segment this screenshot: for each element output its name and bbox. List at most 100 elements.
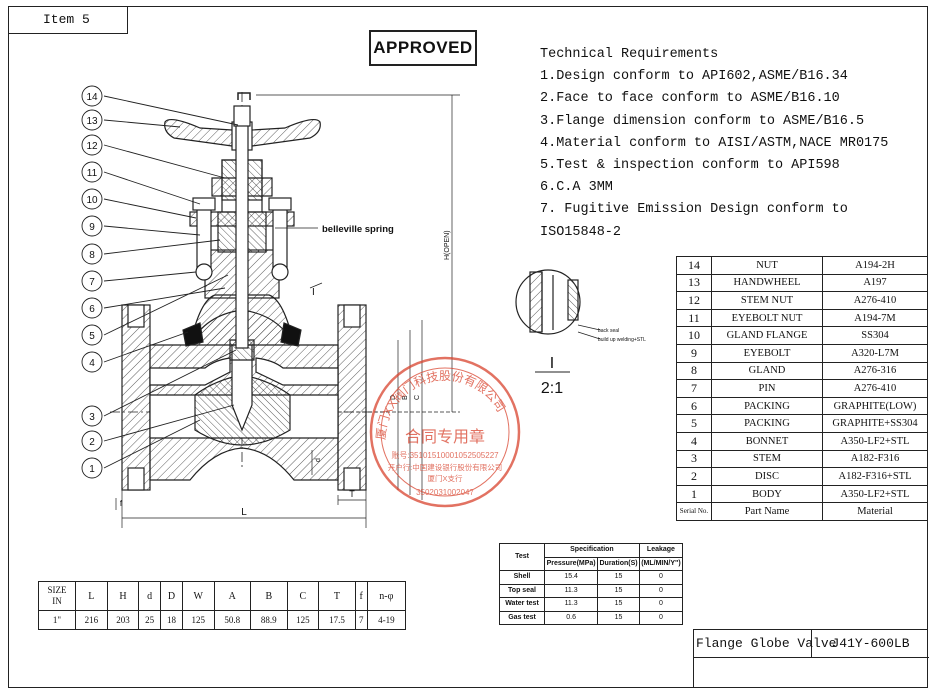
- col-duration: Duration(S): [597, 556, 640, 571]
- parts-table-footer: Serial No. Part Name Material: [676, 502, 928, 521]
- parts-cell-part: NUT: [711, 256, 823, 275]
- parts-cell-material: SS304: [822, 326, 928, 345]
- parts-cell-material: A276-316: [822, 361, 928, 381]
- spec-cell-leakage: 0: [638, 570, 684, 585]
- parts-cell-no: 9: [676, 343, 712, 363]
- seal-center: 合同专用章: [405, 428, 485, 446]
- belleville-label: belleville spring: [322, 224, 394, 235]
- spec-cell-duration: 15: [597, 570, 640, 585]
- parts-cell-part: EYEBOLT NUT: [711, 308, 823, 328]
- parts-cell-part: PACKING: [711, 414, 823, 433]
- callout-number: 6: [89, 304, 95, 315]
- requirement-item: ISO15848-2: [540, 224, 622, 240]
- parts-cell-material: GRAPHITE+SS304: [822, 414, 928, 433]
- parts-cell-no: 2: [676, 467, 712, 486]
- requirement-item: 4.Material conform to AISI/ASTM,NACE MR0…: [540, 135, 889, 151]
- title-block: Flange Globe Valve J41Y-600LB: [693, 629, 929, 688]
- dim-header: D: [160, 581, 183, 611]
- spec-cell-pressure: 15.4: [543, 570, 599, 585]
- dim-header: T: [318, 581, 356, 611]
- detail-scale: 2:1: [541, 380, 563, 397]
- dim-value: 125: [286, 610, 320, 630]
- parts-cell-material: A276-410: [822, 379, 928, 398]
- technical-requirements: Technical Requirements 1.Design conform …: [540, 44, 889, 244]
- spec-cell-pressure: 11.3: [543, 583, 599, 598]
- parts-cell-part: BONNET: [711, 431, 823, 451]
- seal-bank: 开户行:中国建设银行股份有限公司: [388, 462, 503, 472]
- parts-cell-material: A182-F316+STL: [822, 467, 928, 486]
- parts-cell-part: GLAND FLANGE: [711, 326, 823, 345]
- dim-b-label: B: [402, 395, 409, 400]
- dim-header: d: [138, 581, 162, 611]
- dim-header: B: [250, 581, 288, 611]
- dim-value: 50.8: [213, 610, 252, 630]
- parts-cell-part: DISC: [711, 467, 823, 486]
- seal-account: 账号:35101510001052505227: [391, 451, 499, 460]
- drawing-name: Flange Globe Valve: [694, 630, 836, 658]
- callout-number: 14: [86, 92, 98, 103]
- callout-number: 13: [86, 116, 98, 127]
- callout-number: 10: [86, 195, 98, 206]
- col-test: Test: [499, 543, 545, 571]
- parts-cell-part: EYEBOLT: [711, 343, 823, 363]
- parts-cell-no: 5: [676, 414, 712, 433]
- requirement-item: 2.Face to face conform to ASME/B16.10: [540, 91, 840, 107]
- size-value: 1": [38, 610, 76, 630]
- dim-header: f: [354, 581, 368, 611]
- parts-cell-part: PACKING: [711, 396, 823, 416]
- parts-cell-material: GRAPHITE(LOW): [822, 396, 928, 416]
- back-seal-label: back seal: [598, 328, 619, 334]
- parts-cell-no: 13: [676, 273, 712, 293]
- spec-cell-duration: 15: [597, 610, 640, 625]
- item-label: Item 5: [8, 6, 128, 34]
- parts-cell-material: A350-LF2+STL: [822, 431, 928, 451]
- parts-cell-no: 7: [676, 379, 712, 398]
- seal-code: 3502031002047: [416, 488, 474, 497]
- parts-cell-no: 1: [676, 484, 712, 504]
- spec-cell-test: Water test: [499, 597, 545, 612]
- detail-mark: I: [312, 287, 315, 298]
- parts-cell-part: PIN: [711, 379, 823, 398]
- parts-cell-material: A182-F316: [822, 449, 928, 469]
- dim-value: 4-19: [366, 610, 407, 630]
- parts-cell-part: STEM NUT: [711, 291, 823, 310]
- drawing-model: J41Y-600LB: [812, 630, 929, 658]
- company-seal: 厦门XX阀门科技股份有限公司 合同专用章 账号:3510151000105250…: [369, 356, 521, 508]
- leakage-header: Leakage: [638, 543, 684, 558]
- detail-scale-top: I: [550, 355, 554, 372]
- spec-cell-pressure: 11.3: [543, 597, 599, 612]
- callout-number: 5: [89, 331, 95, 342]
- parts-cell-part: GLAND: [711, 361, 823, 381]
- part-name-header: Part Name: [711, 502, 823, 521]
- callout-number: 2: [89, 437, 95, 448]
- dim-c-label: C: [414, 395, 421, 400]
- requirement-item: 6.C.A 3MM: [540, 180, 613, 196]
- dim-header: A: [213, 581, 252, 611]
- parts-cell-no: 12: [676, 291, 712, 310]
- callout-number: 11: [87, 168, 98, 179]
- requirements-title: Technical Requirements: [540, 47, 719, 62]
- col-pressure: Pressure(MPa): [543, 556, 599, 571]
- seal-branch: 厦门X支行: [427, 473, 463, 483]
- dim-l-label: L: [241, 507, 247, 518]
- dim-value: 7: [354, 610, 368, 630]
- spec-cell-leakage: 0: [638, 583, 684, 598]
- col-leakage-unit: (ML/MIN/Y"): [638, 556, 684, 571]
- dim-value: 88.9: [250, 610, 288, 630]
- callout-number: 1: [89, 464, 95, 475]
- parts-cell-material: A350-LF2+STL: [822, 484, 928, 504]
